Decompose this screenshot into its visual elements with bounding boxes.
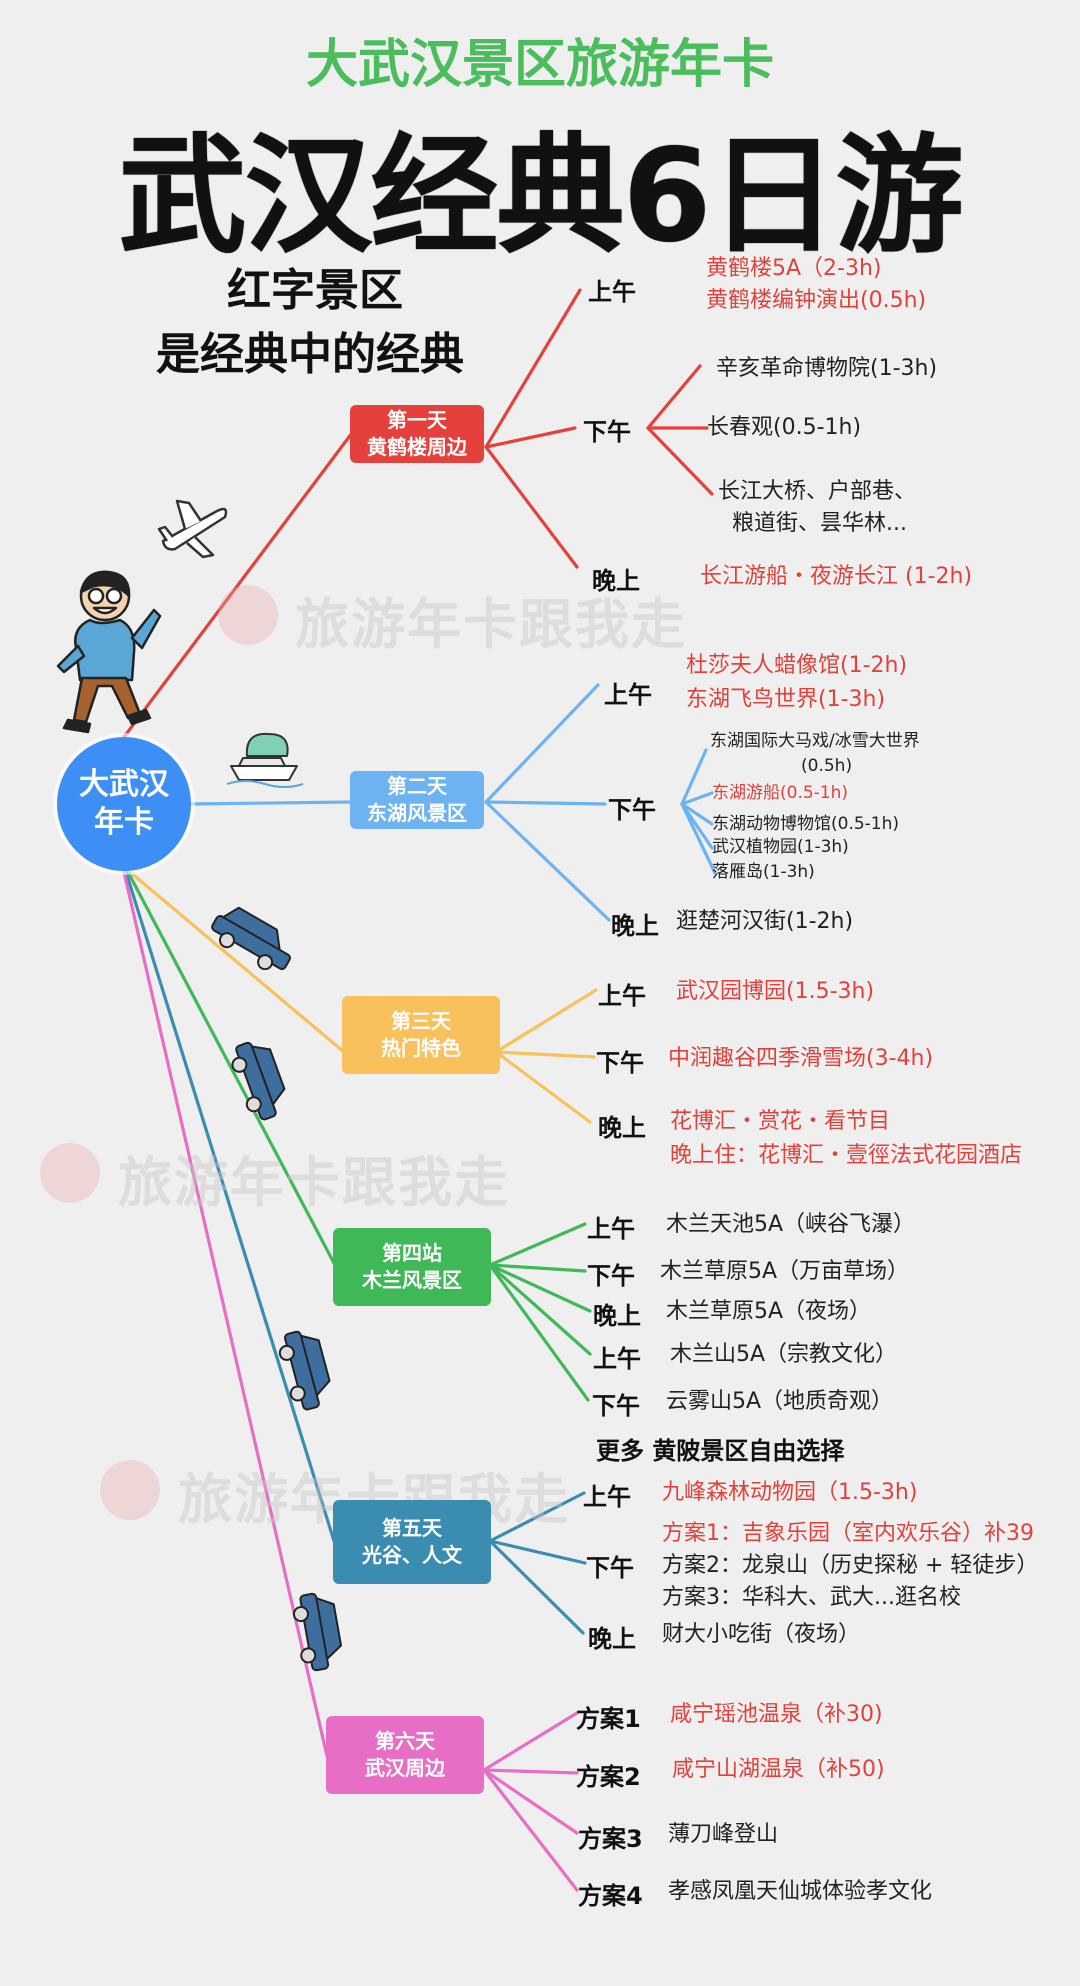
day4-slot-morning: 上午 — [587, 1209, 635, 1244]
car-icon — [268, 1320, 348, 1420]
boat-icon — [225, 728, 305, 788]
day3-slot-afternoon: 下午 — [596, 1043, 644, 1078]
day1-slot-morning: 上午 — [588, 272, 636, 307]
day3-title: 第三天 — [342, 1008, 500, 1035]
watermark-logo — [218, 585, 278, 645]
day1-title: 第一天 — [350, 407, 484, 434]
day5-item: 方案2：龙泉山（历史探秘 + 轻徒步） — [662, 1550, 1038, 1582]
day2-item: 东湖飞鸟世界(1-3h) — [686, 684, 885, 716]
day2-item: 东湖国际大马戏/冰雪大世界 — [710, 729, 920, 753]
car-icon — [222, 1030, 302, 1130]
day6-title: 第六天 — [326, 1728, 484, 1755]
day5-title: 第五天 — [333, 1515, 491, 1542]
day1-node: 第一天 黄鹤楼周边 — [350, 405, 484, 463]
day5-node: 第五天 光谷、人文 — [333, 1500, 491, 1584]
day5-slot-afternoon: 下午 — [586, 1548, 634, 1583]
day6-item: 孝感凤凰天仙城体验孝文化 — [668, 1876, 932, 1908]
day4-title: 第四站 — [333, 1240, 491, 1267]
day1-subtitle: 黄鹤楼周边 — [350, 434, 484, 461]
day2-node: 第二天 东湖风景区 — [350, 771, 484, 829]
subtitle-line2: 是经典中的经典 — [130, 318, 490, 382]
day2-item: 东湖游船(0.5-1h) — [712, 781, 848, 805]
day1-item: 长春观(0.5-1h) — [707, 412, 861, 444]
day4-item: 木兰草原5A（夜场） — [666, 1296, 871, 1328]
watermark-logo — [40, 1143, 100, 1203]
day4-item: 云雾山5A（地质奇观） — [666, 1386, 893, 1418]
watermark-logo — [100, 1460, 160, 1520]
watermark: 旅游年卡跟我走 — [118, 1138, 510, 1217]
day1-slot-evening: 晚上 — [592, 561, 640, 596]
day2-item: 落雁岛(1-3h) — [712, 860, 815, 884]
day2-item: 杜莎夫人蜡像馆(1-2h) — [686, 650, 907, 682]
car-icon — [285, 1580, 355, 1680]
day1-item: 黄鹤楼5A（2-3h) — [706, 253, 882, 285]
day2-item: 逛楚河汉街(1-2h) — [676, 906, 853, 938]
day6-item: 薄刀峰登山 — [668, 1819, 778, 1851]
day2-branches — [486, 685, 715, 920]
hub-label: 大武汉年卡 — [76, 766, 172, 842]
day6-item: 咸宁山湖温泉（补50) — [672, 1754, 885, 1786]
day5-item: 九峰森林动物园（1.5-3h) — [662, 1477, 917, 1509]
day4-subtitle: 木兰风景区 — [333, 1267, 491, 1294]
day4-item: 木兰山5A（宗教文化） — [670, 1339, 897, 1371]
day2-subtitle: 东湖风景区 — [350, 800, 484, 827]
hub-node: 大武汉年卡 — [57, 737, 191, 871]
day3-subtitle: 热门特色 — [342, 1035, 500, 1062]
day2-slot-morning: 上午 — [604, 675, 652, 710]
day4-more: 更多 黄陂景区自由选择 — [596, 1431, 844, 1466]
day4-item: 木兰天池5A（峡谷飞瀑） — [666, 1209, 915, 1241]
day5-item: 财大小吃街（夜场） — [662, 1619, 860, 1651]
day4-slot-afternoon: 下午 — [587, 1256, 635, 1291]
day3-node: 第三天 热门特色 — [342, 996, 500, 1074]
day5-subtitle: 光谷、人文 — [333, 1542, 491, 1569]
airplane-icon — [155, 493, 235, 563]
day4-branches — [490, 1224, 590, 1400]
day2-item: 武汉植物园(1-3h) — [712, 835, 849, 859]
day3-slot-evening: 晚上 — [598, 1108, 646, 1143]
day6-item: 咸宁瑶池温泉（补30) — [670, 1699, 883, 1731]
day2-slot-afternoon: 下午 — [608, 790, 656, 825]
car-icon — [210, 900, 310, 970]
day6-node: 第六天 武汉周边 — [326, 1716, 484, 1794]
day3-slot-morning: 上午 — [598, 976, 646, 1011]
day6-plan3: 方案3 — [578, 1819, 643, 1854]
day4-item: 木兰草原5A（万亩草场） — [660, 1256, 909, 1288]
day6-branches — [484, 1713, 577, 1890]
day1-item: 辛亥革命博物院(1-3h) — [716, 353, 937, 385]
day1-item: 长江大桥、户部巷、 — [718, 476, 916, 508]
day2-slot-evening: 晚上 — [611, 906, 659, 941]
day4-slot-morning2: 上午 — [593, 1339, 641, 1374]
day3-item: 中润趣谷四季滑雪场(3-4h) — [668, 1043, 933, 1075]
day3-item: 花博汇・赏花・看节目 — [670, 1106, 890, 1138]
day4-node: 第四站 木兰风景区 — [333, 1228, 491, 1306]
hub-day2-line — [190, 802, 352, 804]
page-title: 武汉经典6日游 — [0, 92, 1080, 277]
subtitle-line1: 红字景区 — [180, 254, 450, 318]
day6-plan4: 方案4 — [578, 1876, 643, 1911]
day1-item: 长江游船・夜游长江 (1-2h) — [700, 561, 972, 593]
day1-item: 黄鹤楼编钟演出(0.5h) — [706, 285, 926, 317]
day5-item: 方案3：华科大、武大...逛名校 — [662, 1582, 961, 1614]
day3-item: 晚上住：花博汇・壹徑法式花园酒店 — [670, 1140, 1022, 1172]
day2-title: 第二天 — [350, 773, 484, 800]
day5-slot-evening: 晚上 — [588, 1619, 636, 1654]
day4-slot-evening: 晚上 — [593, 1296, 641, 1331]
day5-slot-morning: 上午 — [583, 1477, 631, 1512]
day6-subtitle: 武汉周边 — [326, 1755, 484, 1782]
day4-slot-afternoon2: 下午 — [592, 1386, 640, 1421]
day2-item: (0.5h) — [801, 754, 852, 778]
day3-item: 武汉园博园(1.5-3h) — [676, 976, 874, 1008]
day6-plan2: 方案2 — [576, 1757, 641, 1792]
day5-item: 方案1：吉象乐园（室内欢乐谷）补39 — [662, 1518, 1034, 1550]
day1-item: 粮道街、昙华林... — [732, 508, 907, 540]
header-kicker: 大武汉景区旅游年卡 — [0, 22, 1080, 97]
day6-plan1: 方案1 — [576, 1699, 641, 1734]
day3-branches — [496, 990, 596, 1122]
day1-slot-afternoon: 下午 — [583, 412, 631, 447]
day2-item: 东湖动物博物馆(0.5-1h) — [712, 812, 899, 836]
character-illustration — [50, 568, 170, 740]
